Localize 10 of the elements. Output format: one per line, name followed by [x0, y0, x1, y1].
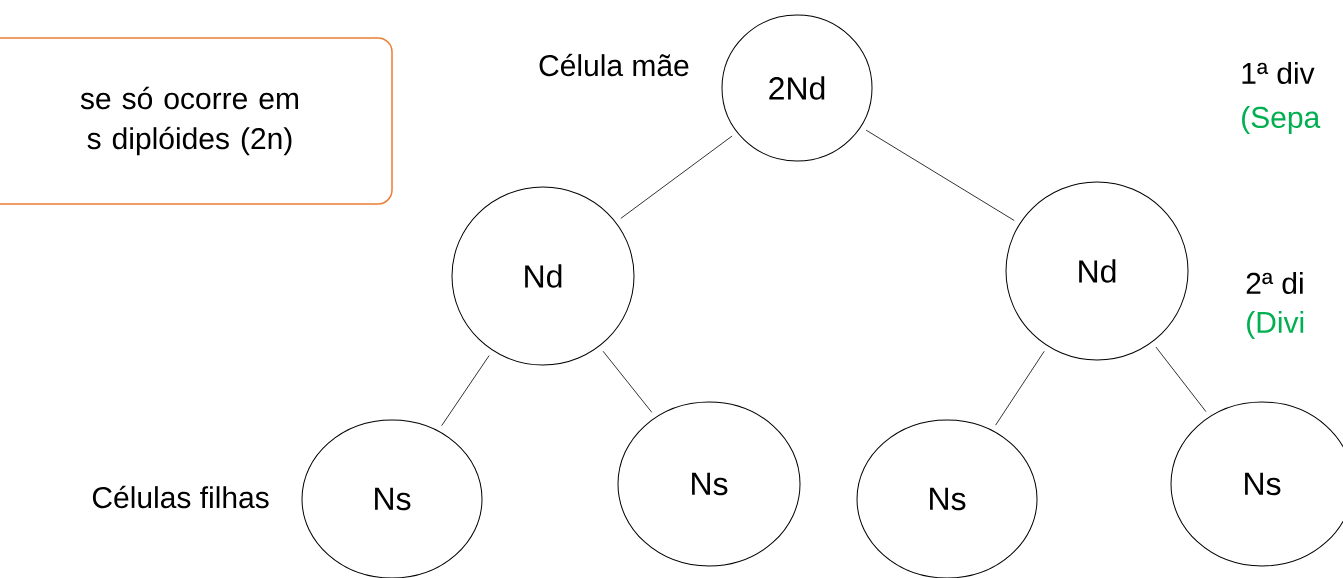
connector-line — [865, 129, 1015, 221]
label-text: (Divi — [1247, 311, 1304, 339]
connector-line — [1155, 346, 1207, 412]
connector-line — [441, 355, 490, 427]
note-box: se só ocorre em s diplóides (2n) — [0, 37, 393, 205]
connector-line — [620, 135, 733, 219]
connector-line — [602, 350, 653, 413]
label-text: (Sepa — [1242, 106, 1321, 134]
connector-line — [995, 350, 1045, 426]
label-text: 2ª di — [1246, 272, 1303, 294]
